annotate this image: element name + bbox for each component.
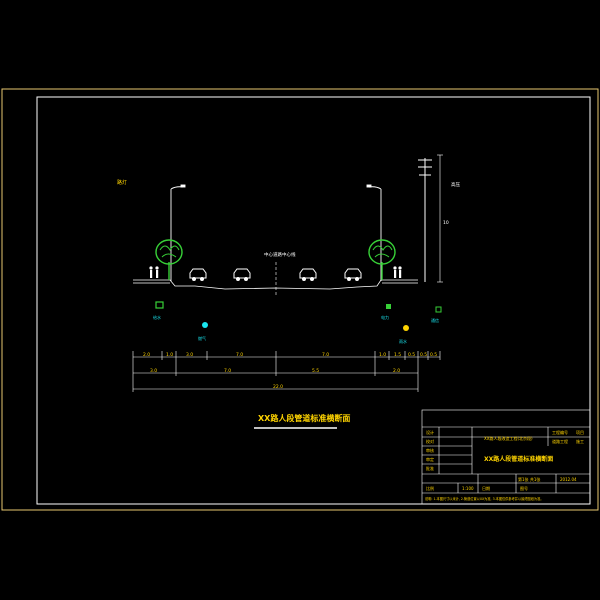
- pole-label-top: 高压: [451, 181, 460, 188]
- inner-frame: [36, 96, 591, 505]
- dimension-texts: 2.0 1.0 3.0 7.0 7.0 1.0 1.5 0.5 0.5 0.5 …: [143, 352, 437, 390]
- power-pole-icon: [418, 154, 443, 283]
- dim-7: 1.5: [394, 352, 401, 358]
- tb-note: 说明: 1.本图尺寸以米计, 2.管道位置以XX为准, 3.本图仅供参考并以最终…: [425, 496, 543, 501]
- pole-label-mid: 10: [443, 220, 449, 226]
- tb-bottom-d: 图号: [520, 485, 528, 491]
- tree-left-icon: [155, 239, 183, 280]
- tb-row2-right-b: 施工: [576, 438, 584, 444]
- centerline-label: 中心道路中心线: [264, 251, 296, 258]
- utility-label-5: 雨水: [399, 338, 407, 344]
- tb-row1-left: 设计: [426, 429, 434, 435]
- car-3-icon: [299, 268, 317, 281]
- dim-row2-4: 2.0: [393, 368, 400, 374]
- dim-9: 0.5: [420, 352, 427, 358]
- utility-marker-2: 燃气: [198, 322, 208, 341]
- dim-row2-3: 5.5: [312, 368, 319, 374]
- dim-2: 1.0: [166, 352, 173, 358]
- tb-row4-left: 审定: [426, 456, 434, 462]
- utility-marker-4: 通信: [431, 306, 442, 323]
- car-4-icon: [344, 268, 362, 281]
- dim-1: 2.0: [143, 352, 150, 358]
- title-block: [421, 409, 591, 505]
- outer-frame: [1, 88, 599, 511]
- dim-3: 3.0: [186, 352, 193, 358]
- car-1-icon: [189, 268, 207, 281]
- street-light-left: [170, 184, 186, 281]
- utility-marker-5: 雨水: [399, 325, 409, 344]
- utility-label-1: 给水: [153, 314, 161, 320]
- dim-10: 0.5: [430, 352, 437, 358]
- street-light-right: [366, 184, 382, 281]
- dim-row2-1: 3.0: [150, 368, 157, 374]
- tb-row2-left: 校对: [426, 438, 434, 444]
- tb-row5-left: 批准: [426, 465, 434, 471]
- tb-drawing-title: XX路人段管道标准横断面: [484, 455, 553, 463]
- dim-8: 0.5: [408, 352, 415, 358]
- road-section: [133, 279, 418, 290]
- utility-marker-1: 给水: [153, 301, 164, 320]
- utility-label-2: 燃气: [198, 335, 206, 341]
- tb-row1-right-a: 工程编号: [552, 429, 568, 435]
- tb-row1-right-b: 项目: [576, 429, 584, 435]
- dim-4: 7.0: [236, 352, 243, 358]
- car-2-icon: [233, 268, 251, 281]
- tree-right-icon: [368, 239, 396, 280]
- left-label: 路灯: [117, 179, 127, 186]
- tb-row3-left: 审核: [426, 447, 434, 453]
- dim-6: 1.0: [379, 352, 386, 358]
- drawing-title: XX路人段管道标准横断面: [258, 413, 350, 423]
- tb-bottom-e: 2012.04: [560, 477, 577, 482]
- tb-row2-right-a: 道路工程: [552, 438, 568, 444]
- pedestrian-left-icon: [149, 266, 159, 278]
- dim-total: 22.0: [273, 384, 283, 390]
- utility-label-3: 电力: [381, 314, 389, 320]
- pedestrian-right-icon: [393, 266, 402, 278]
- dimension-lines: [132, 351, 441, 392]
- title-block-text: 设计 XX路人段改造工程(北京段) 工程编号 项目 校对 道路工程 施工 审核 …: [425, 429, 584, 501]
- tb-bottom-f: 第1张 共1张: [518, 476, 540, 482]
- utility-label-4: 通信: [431, 317, 439, 323]
- tb-bottom-a: 比例: [426, 485, 434, 491]
- tb-bottom-c: 日期: [482, 485, 490, 491]
- tb-bottom-b: 1:100: [462, 486, 474, 491]
- dim-5: 7.0: [322, 352, 329, 358]
- utility-marker-3: 电力: [381, 304, 391, 320]
- tb-project: XX路人段改造工程(北京段): [484, 435, 533, 441]
- dim-row2-2: 7.0: [224, 368, 231, 374]
